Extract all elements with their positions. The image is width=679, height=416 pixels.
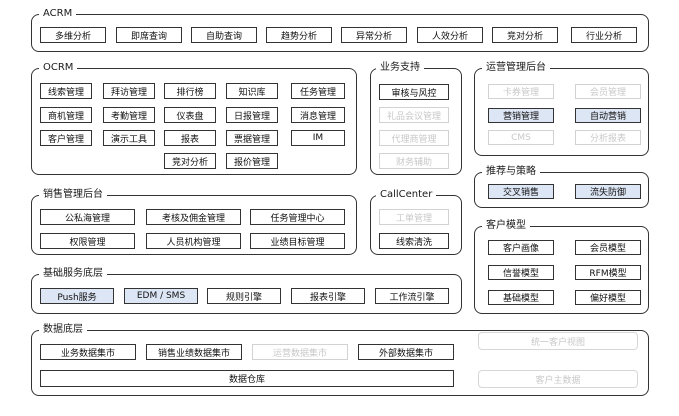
sales-admin-group [31, 195, 357, 255]
ocrm-item-leaderboard[interactable]: 排行榜 [164, 83, 216, 99]
ocrm-item-message-mgmt[interactable]: 消息管理 [291, 107, 345, 123]
acrm-item-trend-analysis[interactable]: 趋势分析 [266, 27, 332, 43]
ops-item-member-mgmt: 会员管理 [575, 84, 641, 99]
ops-admin-title: 运营管理后台 [482, 62, 550, 74]
bs-item-audit-risk[interactable]: 审核与风控 [379, 84, 449, 100]
cm-item-preference-model[interactable]: 偏好模型 [575, 290, 641, 305]
sa-item-performance-target[interactable]: 业绩目标管理 [250, 233, 345, 249]
sales-admin-title: 销售管理后台 [39, 189, 107, 201]
rec-item-cross-sell[interactable]: 交叉销售 [488, 184, 554, 199]
ocrm-item-reports[interactable]: 报表 [164, 130, 216, 146]
acrm-item-competitor-analysis[interactable]: 竞对分析 [492, 27, 558, 43]
base-service-group [31, 274, 462, 314]
ocrm-title: OCRM [39, 62, 78, 74]
bsv-item-workflow-engine[interactable]: 工作流引擎 [375, 288, 449, 304]
ocrm-item-knowledge-base[interactable]: 知识库 [226, 83, 278, 99]
ocrm-item-daily-report-mgmt[interactable]: 日报管理 [226, 107, 278, 123]
ocrm-item-invoice-mgmt[interactable]: 票据管理 [226, 130, 278, 146]
dl-item-data-warehouse[interactable]: 数据仓库 [40, 370, 454, 387]
ops-admin-group [474, 68, 649, 156]
dl-item-ops-data-mart: 运营数据集市 [252, 344, 348, 360]
ocrm-group [31, 68, 357, 175]
bsv-item-report-engine[interactable]: 报表引擎 [291, 288, 365, 304]
cc-item-lead-cleaning[interactable]: 线索清洗 [379, 233, 449, 249]
bsv-item-rule-engine[interactable]: 规则引擎 [207, 288, 281, 304]
sa-item-permission-mgmt[interactable]: 权限管理 [40, 233, 135, 249]
ops-item-coupon-mgmt: 卡券管理 [488, 84, 554, 99]
ocrm-item-dashboard[interactable]: 仪表盘 [164, 107, 216, 123]
bs-item-gift-meeting-mgmt: 礼品会议管理 [379, 107, 449, 123]
ocrm-item-task-mgmt[interactable]: 任务管理 [291, 83, 345, 99]
acrm-title: ACRM [39, 8, 77, 20]
customer-model-group [474, 226, 649, 314]
cc-item-ticket-mgmt: 工单管理 [379, 209, 449, 225]
rec-item-churn-defense[interactable]: 流失防御 [575, 184, 641, 199]
cm-item-rfm-model[interactable]: RFM模型 [575, 265, 641, 280]
ocrm-item-opportunity-mgmt[interactable]: 商机管理 [40, 107, 92, 123]
business-support-title: 业务支持 [376, 62, 424, 74]
sa-item-staff-org-mgmt[interactable]: 人员机构管理 [146, 233, 241, 249]
ocrm-item-visit-mgmt[interactable]: 拜访管理 [103, 83, 155, 99]
acrm-item-industry-analysis[interactable]: 行业分析 [571, 27, 637, 43]
bs-item-agent-mgmt: 代理商管理 [379, 130, 449, 146]
acrm-item-self-query[interactable]: 自助查询 [191, 27, 257, 43]
cm-item-member-model[interactable]: 会员模型 [575, 240, 641, 255]
ops-item-marketing-mgmt[interactable]: 营销管理 [488, 108, 554, 123]
bsv-item-push-service[interactable]: Push服务 [40, 288, 114, 304]
cm-item-credit-model[interactable]: 信誉模型 [488, 265, 554, 280]
acrm-item-adhoc-query[interactable]: 即席查询 [116, 27, 182, 43]
recommend-group [474, 172, 649, 208]
dl-ghost-unified-customer-view: 统一客户视图 [478, 332, 638, 350]
cm-item-base-model[interactable]: 基础模型 [488, 290, 554, 305]
dl-item-external-data-mart[interactable]: 外部数据集市 [358, 344, 454, 360]
ocrm-item-customer-mgmt[interactable]: 客户管理 [40, 130, 92, 146]
acrm-item-anomaly-analysis[interactable]: 异常分析 [341, 27, 407, 43]
recommend-title: 推荐与策略 [482, 166, 540, 178]
ocrm-item-attendance-mgmt[interactable]: 考勤管理 [103, 107, 155, 123]
data-layer-group [31, 330, 649, 396]
ocrm-item-competitor-analysis[interactable]: 竞对分析 [164, 153, 216, 169]
callcenter-title: CallCenter [376, 189, 437, 201]
base-service-title: 基础服务底层 [39, 268, 107, 280]
data-layer-title: 数据底层 [39, 324, 87, 336]
ocrm-item-lead-mgmt[interactable]: 线索管理 [40, 83, 92, 99]
acrm-item-multidim-analysis[interactable]: 多维分析 [40, 27, 106, 43]
ops-item-cms: CMS [488, 130, 554, 145]
bsv-item-edm-sms[interactable]: EDM / SMS [124, 288, 198, 304]
ocrm-item-im[interactable]: IM [291, 130, 345, 146]
dl-ghost-customer-master-data: 客户主数据 [478, 370, 638, 388]
dl-item-business-data-mart[interactable]: 业务数据集市 [40, 344, 136, 360]
ocrm-item-demo-tools[interactable]: 演示工具 [103, 130, 155, 146]
dl-item-sales-data-mart[interactable]: 销售业绩数据集市 [146, 344, 242, 360]
acrm-item-efficiency-analysis[interactable]: 人效分析 [417, 27, 483, 43]
sa-item-public-private-pool[interactable]: 公私海管理 [40, 209, 135, 225]
cm-item-customer-profile[interactable]: 客户画像 [488, 240, 554, 255]
ops-item-analysis-reports: 分析报表 [575, 130, 641, 145]
ops-item-auto-marketing[interactable]: 自动营销 [575, 108, 641, 123]
customer-model-title: 客户模型 [482, 220, 530, 232]
acrm-group [31, 14, 649, 52]
sa-item-assessment-commission[interactable]: 考核及佣金管理 [146, 209, 241, 225]
ocrm-item-quote-mgmt[interactable]: 报价管理 [226, 153, 278, 169]
bs-item-finance-assist: 财务辅助 [379, 153, 449, 169]
sa-item-task-center[interactable]: 任务管理中心 [250, 209, 345, 225]
